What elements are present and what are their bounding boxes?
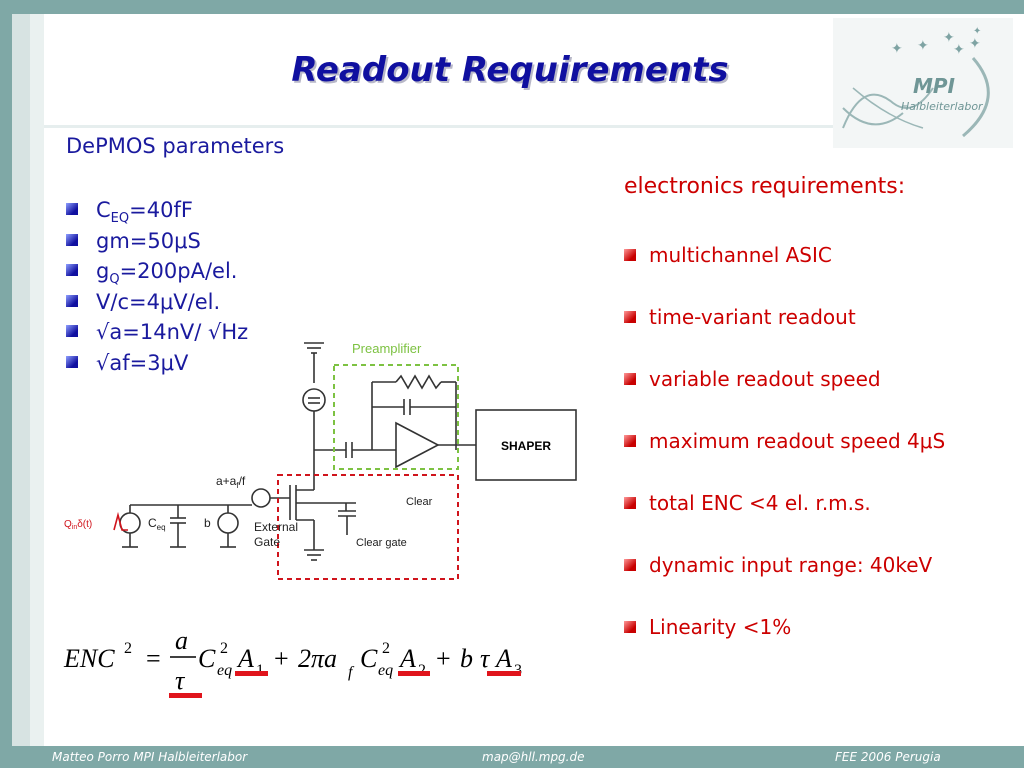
- svg-text:+: +: [274, 644, 289, 673]
- svg-text:eq: eq: [378, 662, 393, 679]
- requirements-list: multichannel ASIC time-variant readout v…: [624, 238, 945, 672]
- preamplifier-label: Preamplifier: [352, 341, 422, 356]
- list-item: maximum readout speed 4μS: [624, 424, 945, 486]
- star-icon: ✦: [973, 26, 981, 37]
- svg-text:2: 2: [124, 640, 132, 657]
- svg-text:τ: τ: [175, 666, 186, 695]
- svg-text:C: C: [360, 644, 378, 673]
- svg-text:=: =: [146, 644, 161, 673]
- square-bullet-icon: [66, 233, 78, 246]
- star-icon: ✦: [943, 30, 955, 46]
- svg-text:Ceq: Ceq: [148, 516, 166, 532]
- svg-text:External: External: [254, 520, 298, 534]
- star-icon: ✦: [891, 41, 903, 57]
- current-source-icon: [302, 388, 326, 412]
- list-item: CEQ=40fF: [66, 195, 248, 226]
- square-bullet-icon: [66, 203, 78, 215]
- slide-title: Readout Requirements: [291, 50, 729, 90]
- svg-text:2: 2: [382, 640, 390, 657]
- square-bullet-icon: [624, 559, 636, 571]
- highlight-tau: [169, 693, 202, 698]
- svg-text:f: f: [348, 664, 355, 681]
- list-item: time-variant readout: [624, 300, 945, 362]
- footer-event: FEE 2006 Perugia: [835, 750, 941, 764]
- logo-subtitle: Halbleiterlabor: [901, 100, 984, 113]
- svg-text:A: A: [236, 644, 254, 673]
- highlight-a1: [235, 671, 268, 676]
- star-icon: ✦: [969, 36, 981, 52]
- preamplifier-box: [333, 364, 459, 470]
- list-item: gQ=200pA/el.: [66, 256, 248, 287]
- svg-text:b: b: [460, 644, 473, 673]
- star-icon: ✦: [917, 38, 929, 54]
- svg-text:eq: eq: [217, 662, 232, 679]
- svg-text:A: A: [494, 644, 512, 673]
- list-item: variable readout speed: [624, 362, 945, 424]
- list-item: Linearity <1%: [624, 610, 945, 672]
- svg-text:2: 2: [418, 662, 426, 679]
- square-bullet-icon: [624, 497, 636, 509]
- square-bullet-icon: [66, 264, 78, 276]
- svg-text:A: A: [398, 644, 416, 673]
- list-item: gm=50μS: [66, 226, 248, 257]
- transistor-region-box: [277, 474, 459, 580]
- square-bullet-icon: [624, 373, 636, 385]
- amplifier-icon: [395, 421, 440, 469]
- footer-email: map@hll.mpg.de: [482, 750, 585, 764]
- svg-text:Clear: Clear: [406, 496, 433, 508]
- svg-text:a: a: [175, 626, 188, 655]
- shaper-label: SHAPER: [501, 439, 551, 453]
- readout-circuit-diagram: SHAPER Preamplifier a+af/f Qinδ(t) Ceq b…: [64, 341, 577, 580]
- svg-text:2: 2: [220, 640, 228, 657]
- list-item: √a=14nV/ √Hz: [66, 317, 248, 348]
- square-bullet-icon: [624, 311, 636, 323]
- list-item: total ENC <4 el. r.m.s.: [624, 486, 945, 548]
- list-item: V/c=4μV/el.: [66, 287, 248, 318]
- svg-text:ENC: ENC: [63, 644, 115, 673]
- footer-author: Matteo Porro MPI Halbleiterlabor: [52, 750, 248, 764]
- logo-name: MPI: [913, 74, 956, 98]
- side-strip-inner: [30, 14, 44, 746]
- square-bullet-icon: [66, 294, 78, 307]
- svg-text:3: 3: [514, 662, 522, 679]
- depmos-parameter-list: CEQ=40fF gm=50μS gQ=200pA/el. V/c=4μV/el…: [66, 195, 248, 378]
- depmos-heading: DePMOS parameters: [66, 134, 285, 158]
- enc-equation: ENC 2 = a τ C 2 eq A 1 + 2πa f C 2 eq A …: [63, 626, 522, 698]
- svg-text:1: 1: [256, 662, 264, 679]
- square-bullet-icon: [624, 621, 636, 633]
- square-bullet-icon: [66, 325, 78, 337]
- highlight-a2: [398, 671, 430, 676]
- noise-source-icon: [251, 488, 271, 508]
- square-bullet-icon: [624, 249, 636, 261]
- side-strip: [12, 14, 30, 746]
- square-bullet-icon: [624, 435, 636, 447]
- svg-text:Qinδ(t): Qinδ(t): [64, 519, 92, 531]
- list-item: dynamic input range: 40keV: [624, 548, 945, 610]
- svg-text:C: C: [198, 644, 216, 673]
- electronics-heading: electronics requirements:: [624, 174, 906, 199]
- svg-text:Clear gate: Clear gate: [356, 537, 407, 549]
- square-bullet-icon: [66, 355, 78, 368]
- svg-text:Gate: Gate: [254, 535, 280, 549]
- svg-text:+: +: [436, 644, 451, 673]
- star-icon: ✦: [953, 42, 965, 58]
- title-divider: [44, 125, 834, 128]
- b-noise-source-icon: [217, 512, 239, 534]
- highlight-a3: [487, 671, 521, 676]
- svg-text:2πa: 2πa: [298, 644, 337, 673]
- svg-text:b: b: [204, 516, 211, 530]
- list-item: √af=3μV: [66, 348, 248, 379]
- shaper-block: [475, 409, 577, 481]
- footer-bar: [0, 746, 1024, 768]
- list-item: multichannel ASIC: [624, 238, 945, 300]
- mpi-logo: ✦ ✦ ✦ ✦ ✦ ✦ MPI Halbleiterlabor: [833, 18, 1013, 148]
- svg-text:τ: τ: [480, 644, 491, 673]
- svg-text:a+af/f: a+af/f: [216, 474, 246, 490]
